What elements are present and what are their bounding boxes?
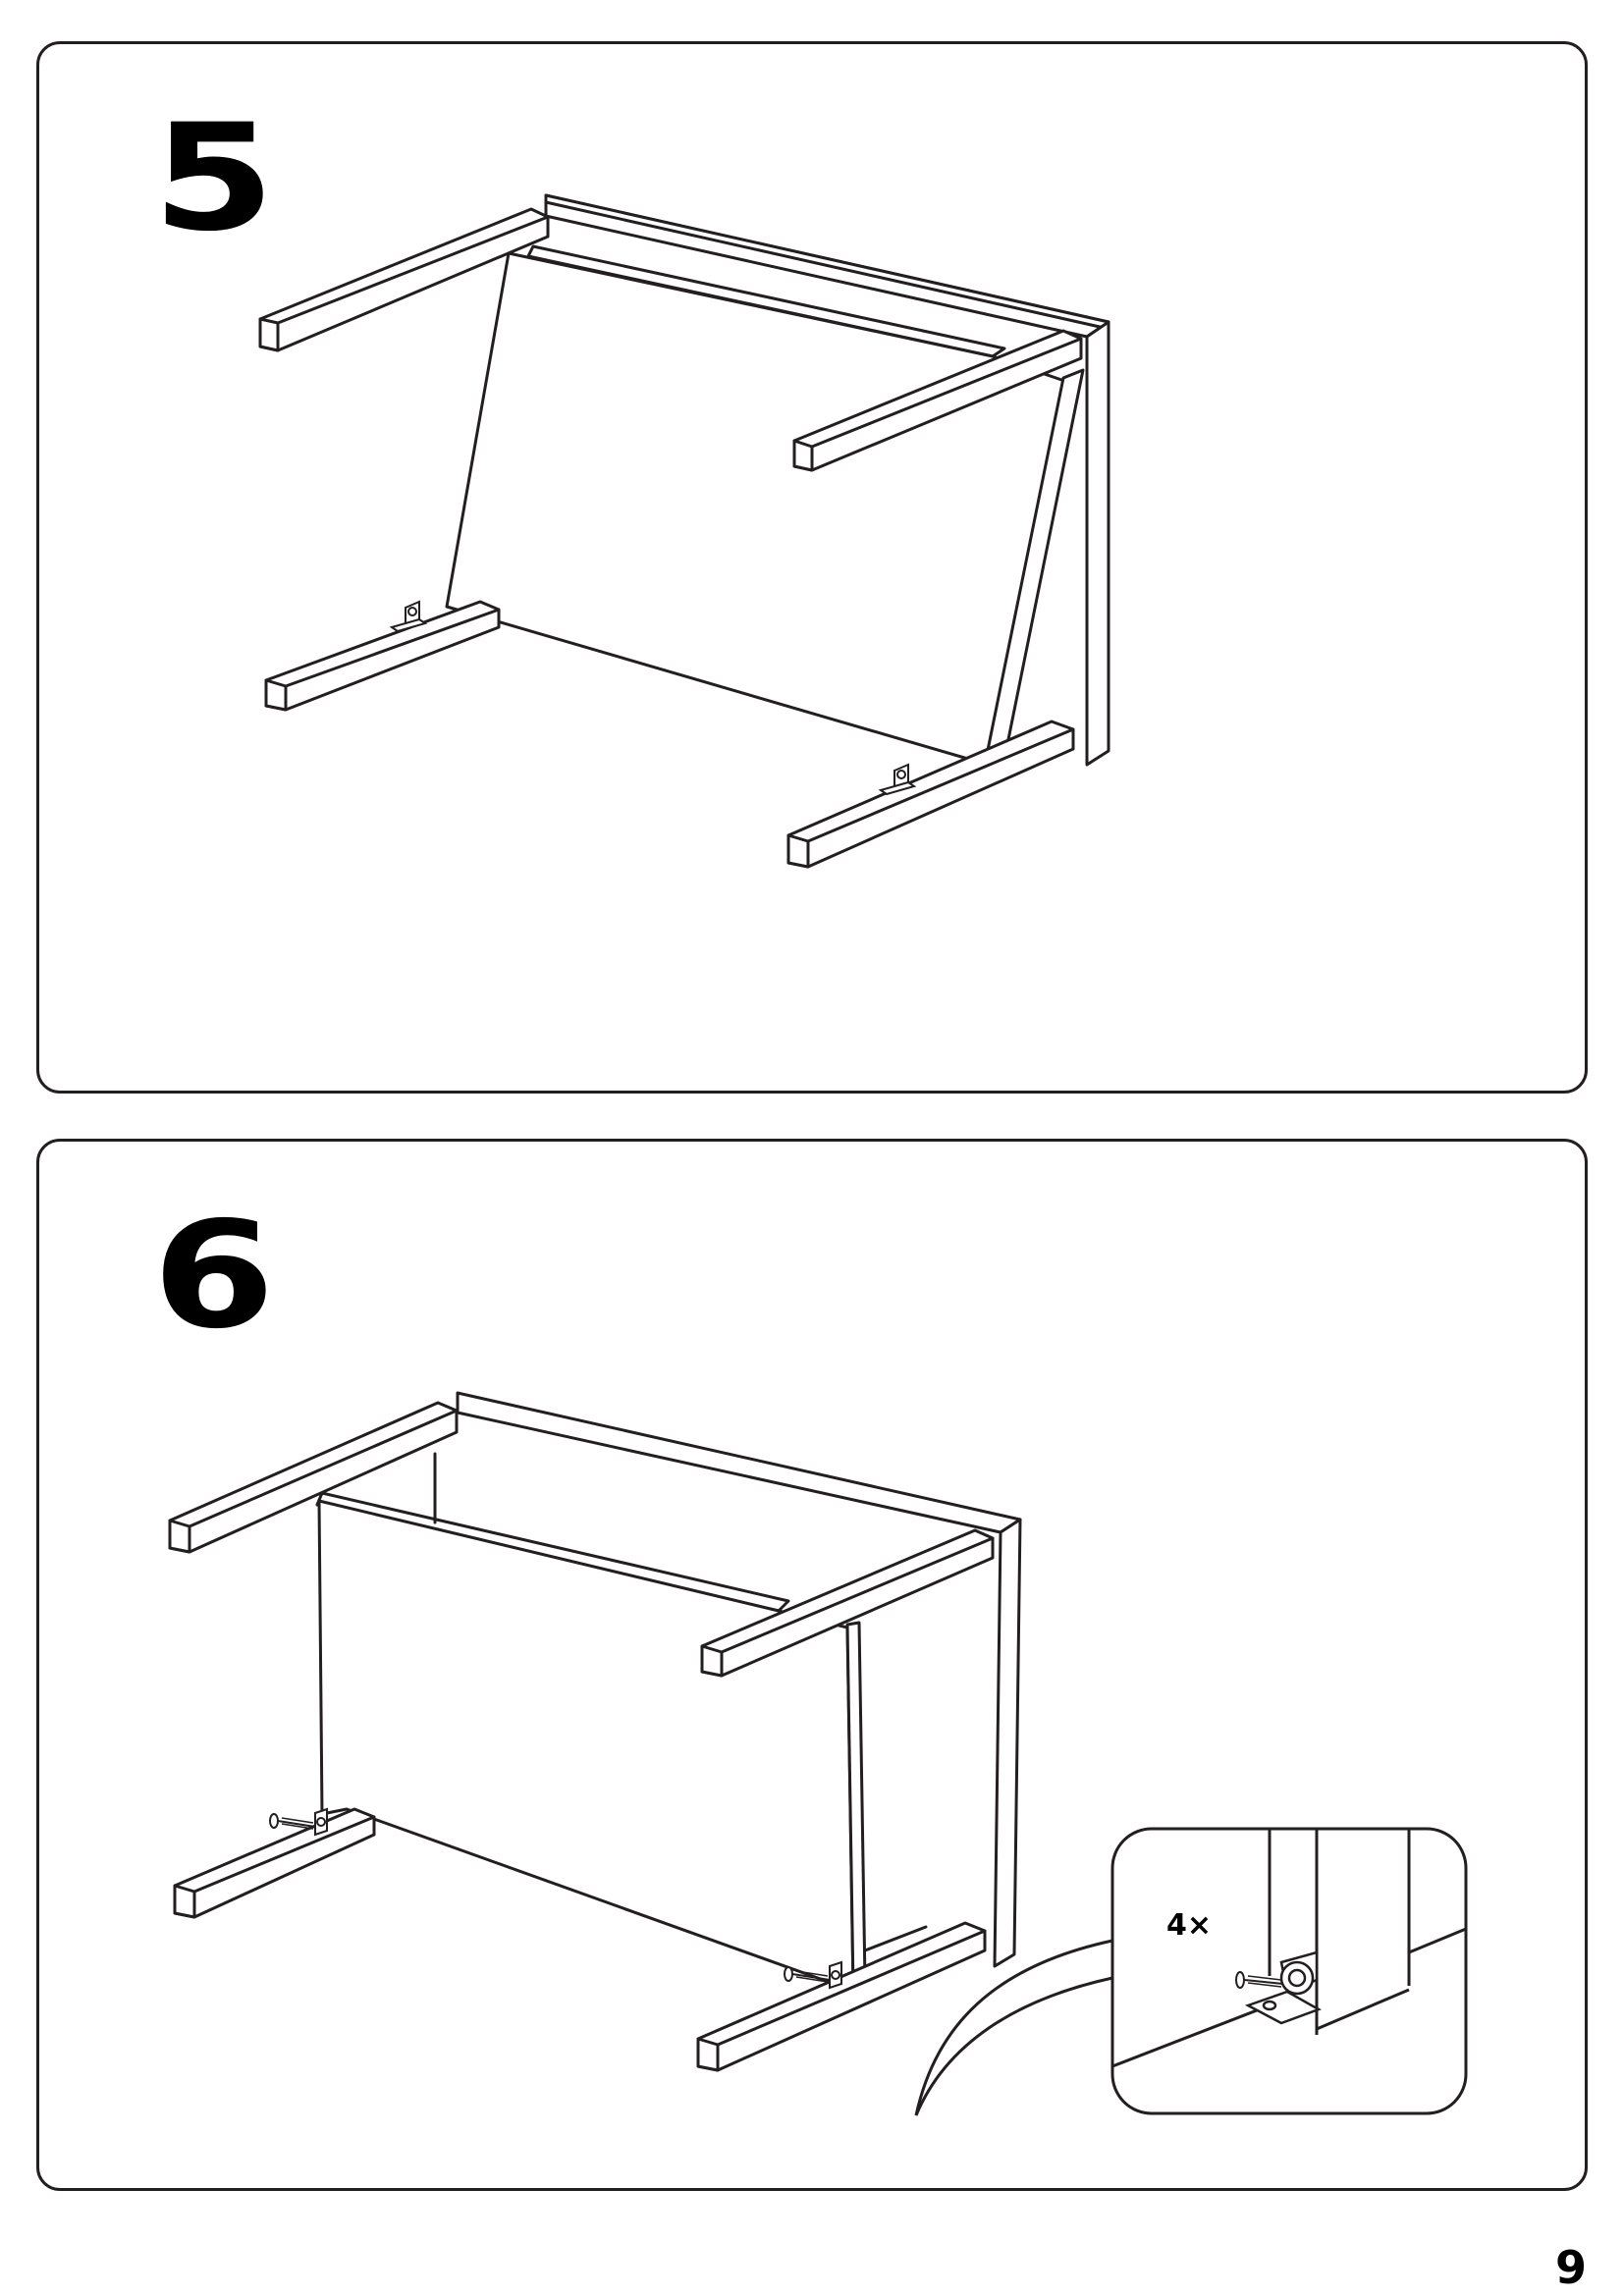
step-number: 6 [152,1191,275,1362]
step-number: 5 [152,93,275,264]
step-6-illustration [168,1391,1113,2116]
step-5-illustration [258,193,1110,869]
l-bracket-icon [1244,1950,1322,2025]
l-bracket-icon [878,763,917,796]
quantity-label: 4× [1166,1908,1212,1943]
leg-beam-bottom-left [264,600,501,712]
desktop-board [445,251,1075,766]
callout-connector [914,1939,1113,2116]
l-bracket-icon [389,600,428,633]
screw-icon [784,1960,842,1990]
step-5-panel: 5 [36,41,1588,1094]
side-leg-right [1085,320,1110,767]
screw-icon [1235,1971,1284,1989]
side-leg-right [993,1518,1022,1968]
screw-icon [269,1807,328,1837]
page-number: 9 [1555,2241,1588,2294]
step-6-panel: 6 [36,1139,1588,2191]
detail-inset: 4× [1110,1827,1468,2115]
